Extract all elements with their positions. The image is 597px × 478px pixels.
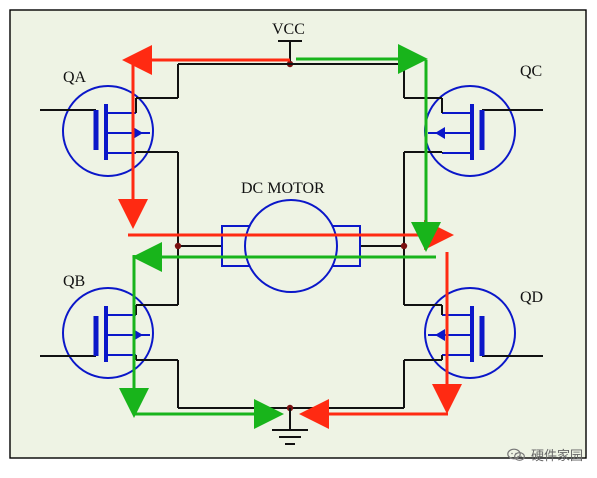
h-bridge-wiring (177, 63, 405, 409)
transistor-qd: QD (404, 287, 543, 379)
watermark-text: 硬件家园 (530, 449, 583, 464)
dc-motor: DC MOTOR (221, 180, 361, 293)
transistor-qc: QC (404, 63, 543, 177)
motor-circle (244, 199, 338, 293)
left-node (174, 242, 182, 250)
motor-label: DC MOTOR (241, 180, 325, 197)
right-node (400, 242, 408, 250)
wechat-icon (507, 448, 525, 461)
ground-symbol (272, 408, 308, 445)
qc-label: QC (520, 63, 542, 80)
vcc-terminal: VCC (272, 21, 305, 68)
green-current-path (119, 44, 441, 429)
watermark: 硬件家园 (507, 445, 583, 464)
transistor-qa: QA (40, 69, 178, 177)
red-current-path (118, 45, 462, 429)
qb-label: QB (63, 273, 85, 290)
transistor-qb: QB (40, 273, 178, 379)
qa-label: QA (63, 69, 87, 86)
qd-label: QD (520, 289, 543, 306)
vcc-label: VCC (272, 21, 305, 38)
